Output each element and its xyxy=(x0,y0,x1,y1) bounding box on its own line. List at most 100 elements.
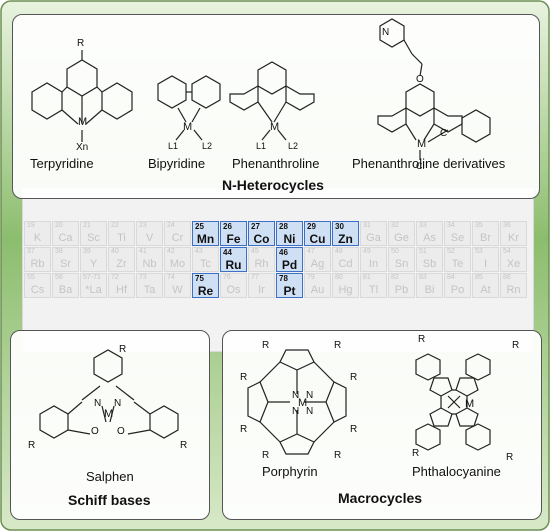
atomic-number: 40 xyxy=(111,248,119,255)
atomic-number: 39 xyxy=(83,248,91,255)
element-symbol: Zr xyxy=(116,258,127,270)
element-symbol: Bi xyxy=(424,284,435,296)
n-heterocycles-panel xyxy=(12,14,540,199)
title-n-heterocycles: N-Heterocycles xyxy=(222,177,324,193)
atomic-number: 74 xyxy=(167,274,175,281)
atomic-number: 19 xyxy=(27,222,35,229)
atomic-number: 79 xyxy=(307,274,315,281)
atomic-number: 44 xyxy=(223,248,232,257)
atomic-number: 45 xyxy=(251,248,259,255)
atomic-number: 37 xyxy=(27,248,35,255)
element-symbol: *La xyxy=(85,284,102,296)
element-symbol: Y xyxy=(89,258,98,270)
atomic-number: 54 xyxy=(503,248,511,255)
atom-label-n: N xyxy=(292,406,300,417)
atom-label-m: M xyxy=(270,121,280,133)
title-schiff-bases: Schiff bases xyxy=(68,492,151,508)
element-symbol: Rb xyxy=(30,258,45,270)
element-symbol: Hf xyxy=(116,284,127,296)
element-symbol: Cd xyxy=(338,258,353,270)
macrocycle-structures xyxy=(247,349,491,455)
atom-label-r: R xyxy=(262,450,270,461)
element-symbol: Se xyxy=(450,232,465,244)
atom-label-m: M xyxy=(183,121,193,133)
element-symbol: Sr xyxy=(60,258,71,270)
label-phthalocyanine: Phthalocyanine xyxy=(412,464,501,479)
label-bipyridine: Bipyridine xyxy=(148,156,206,171)
atom-label-n: N xyxy=(292,390,300,401)
atom-label-o: O xyxy=(416,74,424,85)
atom-label-n: N xyxy=(306,406,314,417)
atom-label-cl: Cl xyxy=(416,161,425,171)
element-symbol: Sc xyxy=(87,232,100,244)
atomic-number: 28 xyxy=(279,222,288,231)
element-symbol: I xyxy=(483,258,488,270)
atomic-number: 24 xyxy=(167,222,175,229)
atomic-number: 55 xyxy=(27,274,35,281)
atomic-number: 35 xyxy=(475,222,483,229)
element-symbol: Ir xyxy=(258,284,265,296)
atom-label-m: M xyxy=(78,116,88,128)
bipyridine-structure xyxy=(157,75,221,141)
element-symbol: In xyxy=(368,258,379,270)
atomic-number: 56 xyxy=(55,274,63,281)
atomic-number: 75 xyxy=(195,274,204,283)
element-symbol: Tl xyxy=(368,284,379,296)
element-symbol: Rn xyxy=(506,284,521,296)
element-symbol: W xyxy=(172,284,183,296)
phthalocyanine-structure xyxy=(415,353,491,451)
title-macrocycles: Macrocycles xyxy=(338,490,423,506)
label-phenanthroline: Phenanthroline xyxy=(232,156,320,171)
atom-label-n: N xyxy=(382,27,390,38)
atom-label-n: N xyxy=(114,398,122,409)
atomic-number: 57-71 xyxy=(83,274,101,281)
atomic-number: 72 xyxy=(111,274,119,281)
atomic-number: 83 xyxy=(419,274,427,281)
atomic-number: 26 xyxy=(223,222,232,231)
atom-label-xn: Xn xyxy=(76,142,89,153)
element-symbol: Ta xyxy=(143,284,156,296)
atom-label-r: R xyxy=(334,450,342,461)
atomic-number: 73 xyxy=(139,274,147,281)
label-porphyrin: Porphyrin xyxy=(262,464,318,479)
element-symbol: Pd xyxy=(281,258,298,272)
label-terpyridine: Terpyridine xyxy=(30,156,94,171)
atomic-number: 42 xyxy=(167,248,175,255)
atom-label-m: M xyxy=(298,397,308,409)
atomic-number: 41 xyxy=(139,248,147,255)
element-symbol: Ga xyxy=(366,232,381,244)
n-heterocycles-structures xyxy=(31,18,491,160)
atom-label-r: R xyxy=(512,340,520,351)
element-symbol: Te xyxy=(451,258,464,270)
atom-label-m: M xyxy=(104,408,114,420)
atomic-number: 84 xyxy=(447,274,455,281)
atomic-number: 34 xyxy=(447,222,455,229)
atom-label-r: R xyxy=(418,334,426,345)
element-symbol: Ge xyxy=(394,232,409,244)
element-symbol: Tc xyxy=(200,258,211,270)
atom-label-r: R xyxy=(262,340,270,351)
